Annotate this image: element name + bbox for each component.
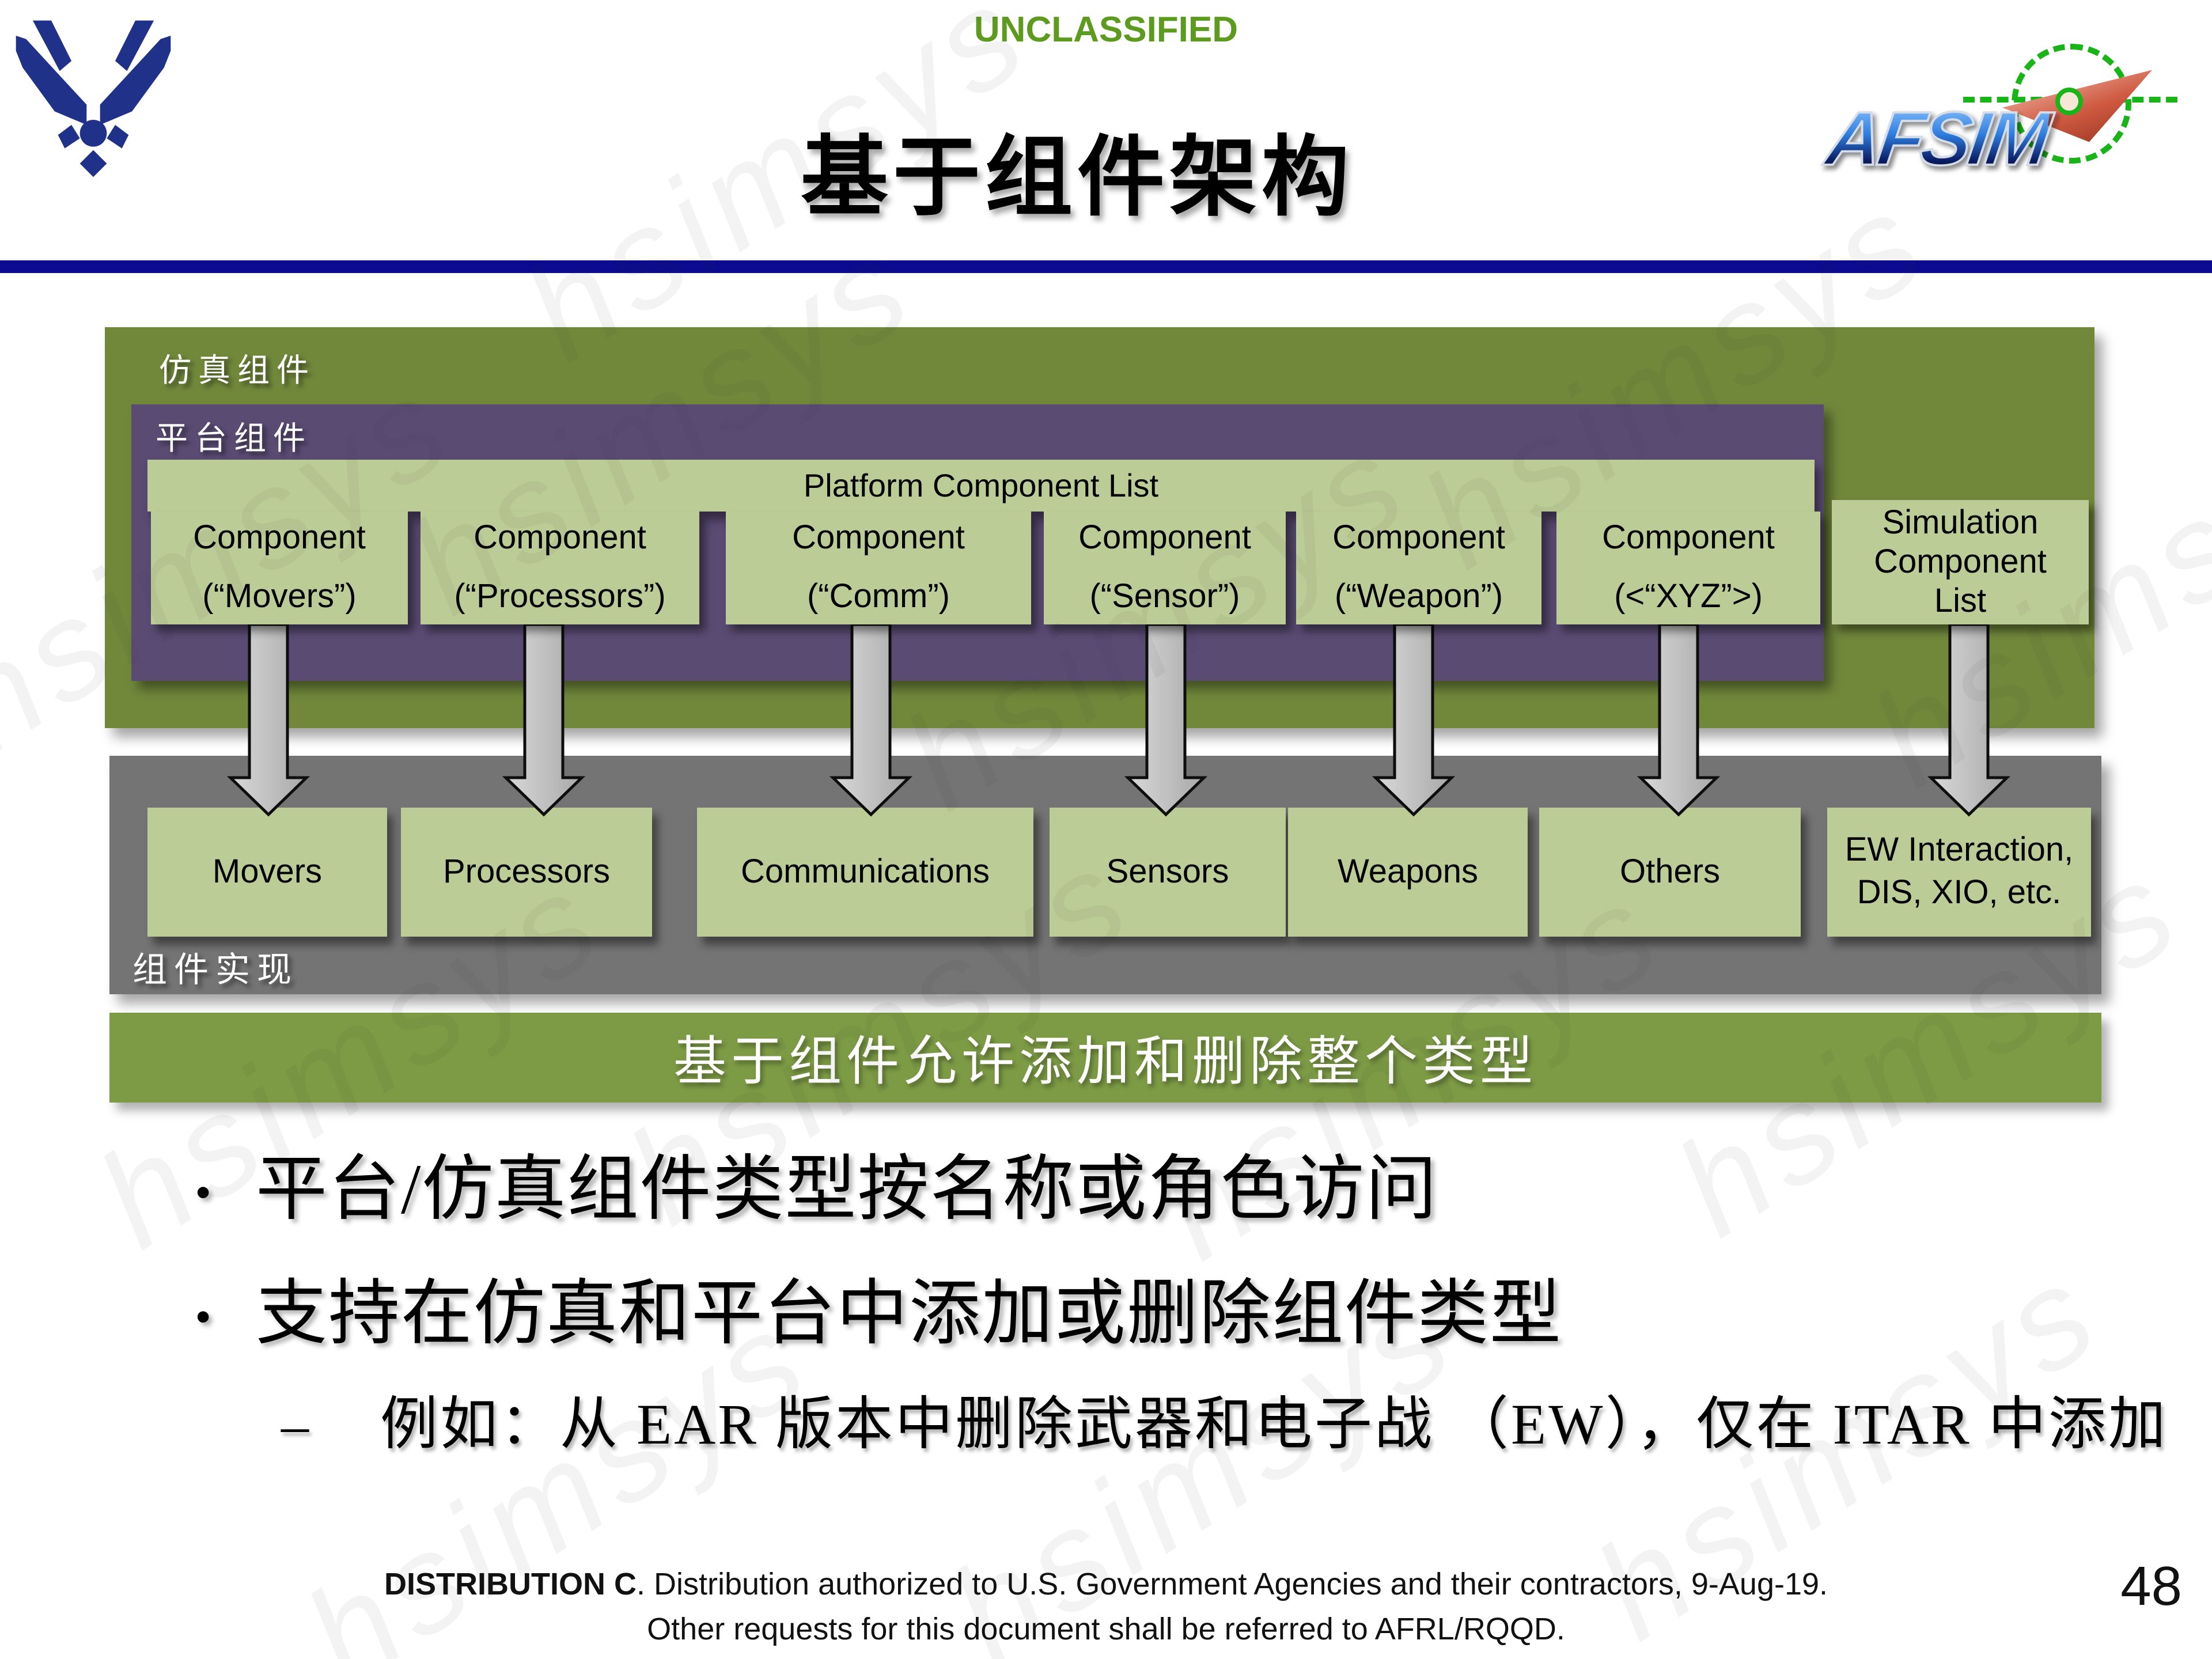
diagram-caption-banner: 基于组件允许添加和删除整个类型 [109,1013,2101,1103]
impl-box-processors: Processors [401,808,652,937]
component-box-movers: Component (“Movers”) [151,512,408,624]
component-box-weapon: Component (“Weapon”) [1296,512,1541,624]
distribution-text: . Distribution authorized to U.S. Govern… [636,1567,1828,1601]
component-box-title: Component [792,520,965,556]
bullet-item-1: • 平台/仿真组件类型按名称或角色访问 [196,1152,2189,1228]
component-box-subtitle: (“Processors”) [454,578,666,615]
bullet-item-2: • 支持在仿真和平台中添加或删除组件类型 [196,1277,2189,1353]
component-box-subtitle: (<“XYZ”>) [1614,578,1763,615]
afsim-logo: AFSIM [1820,44,2187,207]
impl-box-communications: Communications [697,808,1033,937]
header-divider [0,260,2212,273]
page-number: 48 [2120,1556,2182,1618]
sub-bullet-item: – 例如：从 EAR 版本中删除武器和电子战 （EW），仅在 ITAR 中添加 [281,1392,2189,1457]
classification-banner: UNCLASSIFIED [974,9,1238,50]
platform-component-list-bar: Platform Component List [147,460,1815,512]
impl-box-ew-interaction: EW Interaction, DIS, XIO, etc. [1827,808,2091,937]
dash-bullet-icon: – [281,1395,309,1456]
component-box-processors: Component (“Processors”) [421,512,699,624]
platform-group-label: 平台组件 [156,422,313,457]
impl-box-weapons: Weapons [1288,808,1528,937]
bullet-text: 平台/仿真组件类型按名称或角色访问 [256,1151,1438,1229]
impl-box-others: Others [1539,808,1801,937]
component-box-title: Component [474,520,646,556]
distribution-statement: DISTRIBUTION C. Distribution authorized … [46,1562,2166,1652]
distribution-line-1: DISTRIBUTION C. Distribution authorized … [46,1562,2166,1607]
component-box-comm: Component (“Comm”) [726,512,1031,624]
component-box-title: Component [1602,520,1775,556]
reticle-center-icon [2055,88,2083,115]
component-box-subtitle: (“Comm”) [806,578,950,615]
component-box-title: Component [1078,520,1251,556]
page-title: 基于组件架构 [801,130,1354,227]
component-box-title: Component [1332,520,1505,556]
impl-box-movers: Movers [147,808,387,937]
afsim-logo-text: AFSIM [1820,94,2054,182]
bullet-icon: • [196,1293,211,1340]
sub-bullet-text: 例如：从 EAR 版本中删除武器和电子战 （EW），仅在 ITAR 中添加 [380,1392,2168,1456]
reticle-circle-icon [2012,44,2131,164]
component-box-subtitle: (“Weapon”) [1334,578,1503,615]
component-box-sensor: Component (“Sensor”) [1044,512,1286,624]
component-box-subtitle: (“Sensor”) [1089,578,1240,615]
bullet-icon: • [196,1168,211,1215]
distribution-label: DISTRIBUTION C [384,1567,637,1601]
simulation-component-list-box: Simulation Component List [1832,500,2089,624]
air-force-wings-icon [9,14,177,182]
impl-box-sensors: Sensors [1050,808,1286,937]
component-box-title: Component [193,520,366,556]
implementation-group-label: 组件实现 [132,952,298,990]
bullet-text: 支持在仿真和平台中添加或删除组件类型 [256,1275,1563,1354]
component-box-subtitle: (“Movers”) [202,578,357,615]
simulation-group-label: 仿真组件 [159,354,316,389]
distribution-line-2: Other requests for this document shall b… [647,1612,1565,1646]
component-box-xyz: Component (<“XYZ”>) [1556,512,1820,624]
